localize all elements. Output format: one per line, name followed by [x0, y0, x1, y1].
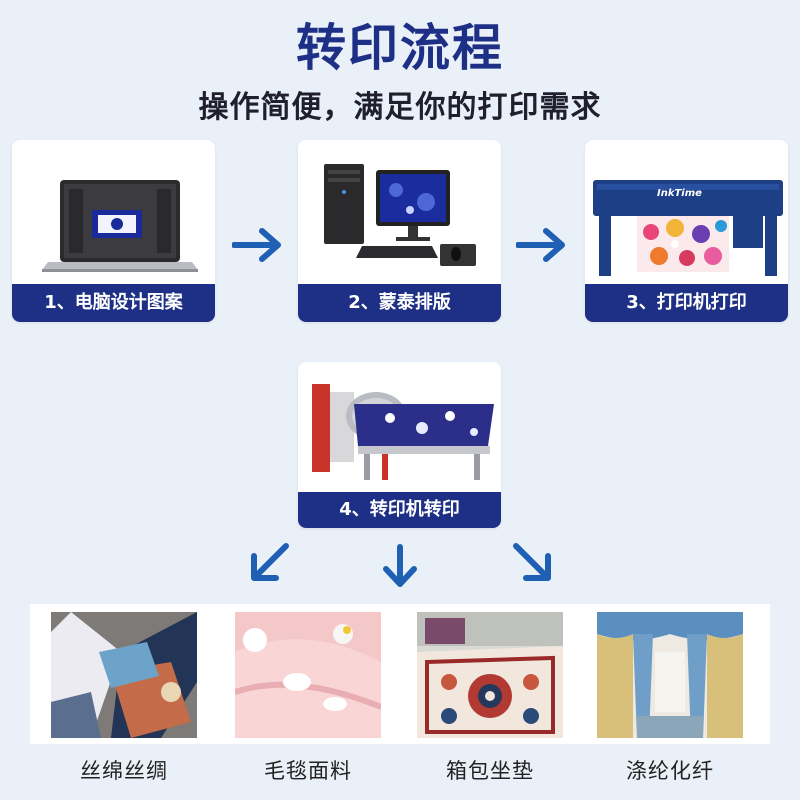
arrow-down-right-icon [513, 543, 551, 581]
product-caption: 箱包坐垫 [446, 759, 534, 783]
printer-icon: InkTime [585, 140, 788, 284]
step-label-design: 1、电脑设计图案 [12, 284, 215, 322]
laptop-icon [12, 140, 215, 284]
step-label-transfer: 4、转印机转印 [298, 492, 501, 528]
step-card-layout: 2、蒙泰排版 [298, 140, 501, 322]
step-label-print: 3、打印机打印 [585, 284, 788, 322]
polyester-curtain-photo [597, 612, 743, 738]
step-card-design: 1、电脑设计图案 [12, 140, 215, 322]
desktop-computer-icon [298, 140, 501, 284]
product-caption: 涤纶化纤 [626, 759, 714, 783]
printer-brand-text: InkTime [657, 188, 702, 199]
arrow-right-icon [516, 228, 565, 262]
product-caption: 丝绵丝绸 [80, 759, 168, 783]
step-card-transfer: 4、转印机转印 [298, 362, 501, 528]
step-label-layout: 2、蒙泰排版 [298, 284, 501, 322]
carpet-cushion-photo [417, 612, 563, 738]
blanket-fabric-photo [235, 612, 381, 738]
heat-transfer-machine-icon [298, 362, 501, 492]
page-subtitle: 操作简便，满足你的打印需求 [198, 90, 602, 125]
arrow-right-icon [232, 228, 281, 262]
step-card-print: InkTime 3、打印机打印 [585, 140, 788, 322]
arrow-down-left-icon [251, 543, 289, 581]
page-title: 转印流程 [296, 19, 504, 77]
arrow-down-icon [383, 544, 417, 587]
product-caption: 毛毯面料 [264, 759, 352, 783]
silk-scarf-photo [51, 612, 197, 738]
